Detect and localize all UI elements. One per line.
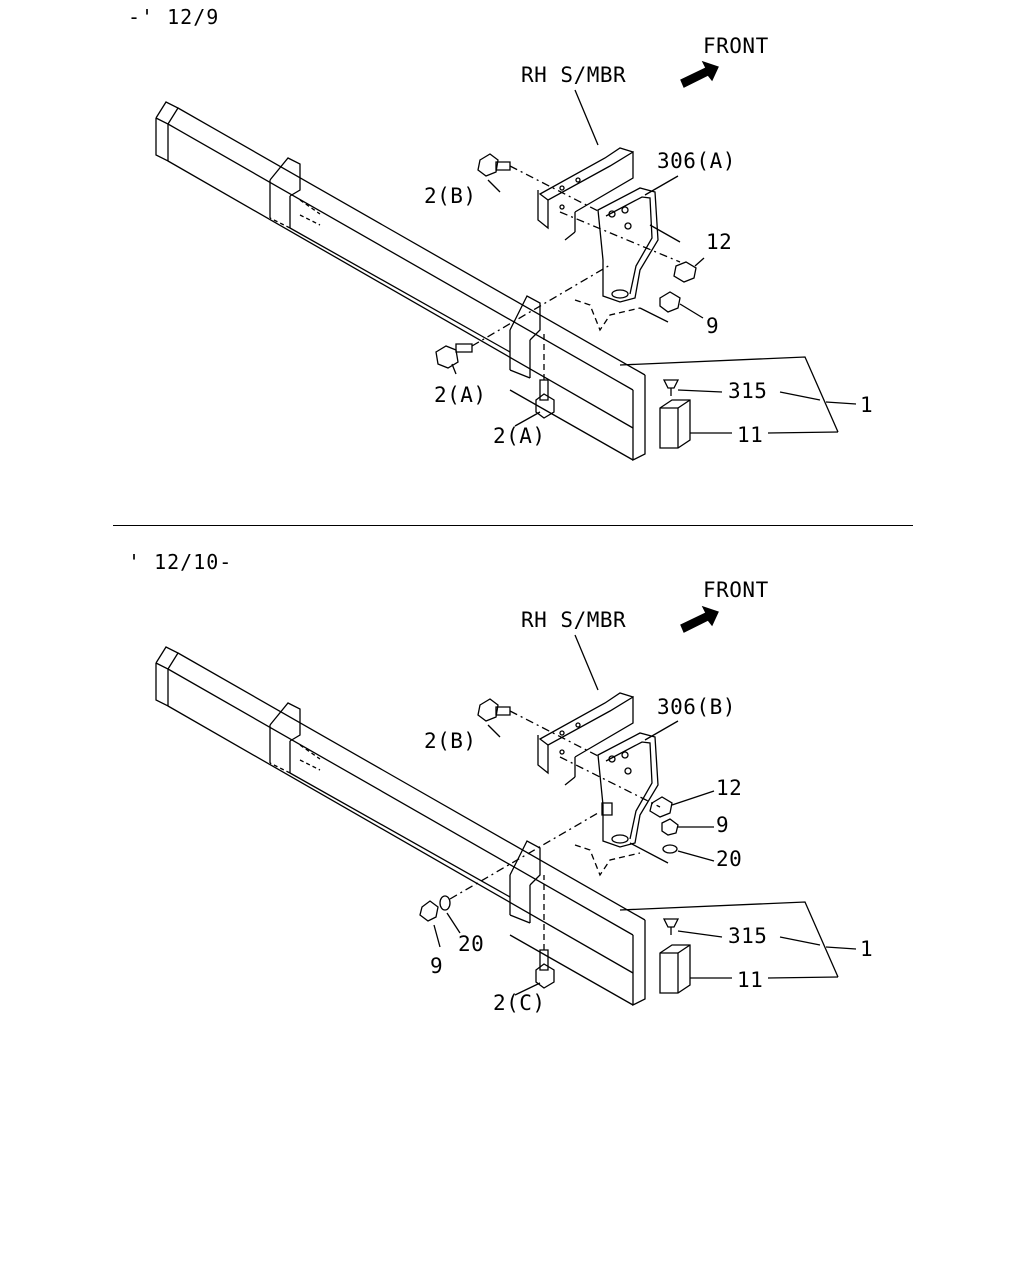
pad-11 xyxy=(660,945,732,993)
nut-9 xyxy=(660,292,680,312)
front-label-top: FRONT xyxy=(703,34,769,58)
period-label-bottom: ' 12/10- xyxy=(128,550,233,574)
nut-12 xyxy=(650,797,672,817)
side-member xyxy=(538,90,633,240)
callout-20-right-bottom[interactable]: 20 xyxy=(716,847,743,871)
callout-12-bottom[interactable]: 12 xyxy=(716,776,743,800)
front-arrow-icon xyxy=(681,62,718,87)
callout-315-bottom[interactable]: 315 xyxy=(728,924,768,948)
pad-11 xyxy=(660,400,732,448)
nut-9-left xyxy=(420,901,438,921)
callout-2b-top[interactable]: 2(B) xyxy=(424,184,477,208)
bolt-2b xyxy=(478,154,600,212)
callout-1-top[interactable]: 1 xyxy=(860,393,874,417)
bolt-2a-vertical xyxy=(536,330,554,418)
member-label-top: RH S/MBR xyxy=(521,63,627,87)
clip-315 xyxy=(664,919,722,937)
crossmember xyxy=(156,102,645,460)
bolt-2b xyxy=(478,699,600,757)
callout-306-top[interactable]: 306(A) xyxy=(657,149,736,173)
callout-2c-bottom[interactable]: 2(C) xyxy=(493,991,546,1015)
bracket-306 xyxy=(598,733,658,847)
callout-1-bottom[interactable]: 1 xyxy=(860,937,874,961)
front-arrow-icon xyxy=(681,607,718,632)
front-label-bottom: FRONT xyxy=(703,578,769,602)
callout-306-bottom[interactable]: 306(B) xyxy=(657,695,736,719)
bracket-306 xyxy=(598,188,658,302)
callout-12-top[interactable]: 12 xyxy=(706,230,733,254)
washer-20-right xyxy=(663,845,677,853)
washer-20-left xyxy=(440,813,598,910)
period-label-top: -' 12/9 xyxy=(128,5,220,29)
clip-315 xyxy=(664,380,722,396)
bolt-2c-vertical xyxy=(536,875,554,988)
callout-2a-left-top[interactable]: 2(A) xyxy=(434,383,487,407)
callout-9-right-bottom[interactable]: 9 xyxy=(716,813,730,837)
callout-2b-bottom[interactable]: 2(B) xyxy=(424,729,477,753)
callout-2a-bottom-top[interactable]: 2(A) xyxy=(493,424,546,448)
diagram-drawing-bottom xyxy=(0,545,1024,1065)
member-label-bottom: RH S/MBR xyxy=(521,608,627,632)
bolt-2a-horizontal xyxy=(436,265,610,368)
section-divider xyxy=(113,525,913,526)
callout-20-left-bottom[interactable]: 20 xyxy=(458,932,485,956)
callout-9-top[interactable]: 9 xyxy=(706,314,720,338)
diagram-drawing-top xyxy=(0,0,1024,520)
callout-11-bottom[interactable]: 11 xyxy=(737,968,764,992)
side-member xyxy=(538,635,633,785)
callout-11-top[interactable]: 11 xyxy=(737,423,764,447)
callout-9-left-bottom[interactable]: 9 xyxy=(430,954,444,978)
nut-12 xyxy=(674,262,696,282)
nut-9-right xyxy=(662,819,678,835)
crossmember xyxy=(156,647,645,1005)
callout-315-top[interactable]: 315 xyxy=(728,379,768,403)
